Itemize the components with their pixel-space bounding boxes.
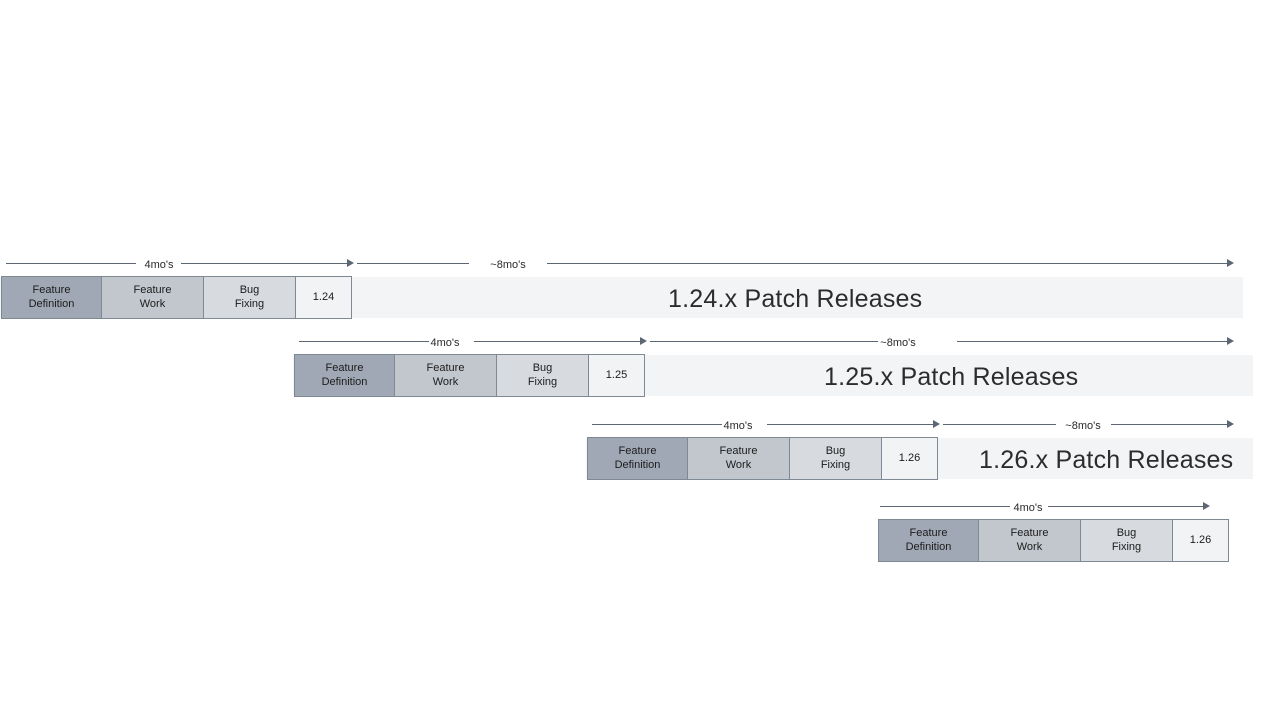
phase-feature-definition-1-26[interactable]: Feature Definition: [587, 437, 688, 480]
phase-bug-fixing-1-25[interactable]: Bug Fixing: [496, 354, 589, 397]
patch-release-label-1-25: 1.25.x Patch Releases: [824, 363, 1079, 391]
measure-label-8mo-1-24: ~8mo's: [490, 259, 526, 271]
measure-label-4mo-1-27: 4mo's: [1013, 502, 1043, 514]
phase-feature-definition-1-27[interactable]: Feature Definition: [878, 519, 979, 562]
phase-feature-definition-1-24[interactable]: Feature Definition: [1, 276, 102, 319]
phase-feature-work-1-27[interactable]: Feature Work: [978, 519, 1081, 562]
measure-patch-duration-1-26: ~8mo's: [943, 416, 1234, 432]
measure-dev-duration-1-27: 4mo's: [880, 498, 1210, 514]
measure-label-4mo-1-26: 4mo's: [723, 420, 753, 432]
measure-dev-duration-1-24: 4mo's: [6, 255, 354, 271]
phase-feature-work-1-24[interactable]: Feature Work: [101, 276, 204, 319]
patch-release-label-1-24: 1.24.x Patch Releases: [668, 285, 923, 313]
measure-label-8mo-1-26: ~8mo's: [1065, 420, 1101, 432]
version-box-1-25[interactable]: 1.25: [588, 354, 645, 397]
measure-patch-duration-1-24: ~8mo's: [357, 255, 1234, 271]
phase-strip-1-26: Feature Definition Feature Work Bug Fixi…: [587, 437, 938, 480]
version-box-1-27[interactable]: 1.26: [1172, 519, 1229, 562]
measure-label-4mo-1-24: 4mo's: [144, 259, 174, 271]
phase-bug-fixing-1-26[interactable]: Bug Fixing: [789, 437, 882, 480]
phase-bug-fixing-1-27[interactable]: Bug Fixing: [1080, 519, 1173, 562]
phase-strip-1-25: Feature Definition Feature Work Bug Fixi…: [294, 354, 645, 397]
patch-release-label-1-26: 1.26.x Patch Releases: [979, 446, 1234, 474]
phase-strip-1-24: Feature Definition Feature Work Bug Fixi…: [1, 276, 352, 319]
version-box-1-26[interactable]: 1.26: [881, 437, 938, 480]
measure-dev-duration-1-26: 4mo's: [592, 416, 940, 432]
measure-label-8mo-1-25: ~8mo's: [880, 337, 916, 349]
phase-feature-work-1-25[interactable]: Feature Work: [394, 354, 497, 397]
measure-label-4mo-1-25: 4mo's: [430, 337, 460, 349]
version-box-1-24[interactable]: 1.24: [295, 276, 352, 319]
phase-feature-definition-1-25[interactable]: Feature Definition: [294, 354, 395, 397]
phase-feature-work-1-26[interactable]: Feature Work: [687, 437, 790, 480]
measure-dev-duration-1-25: 4mo's: [299, 333, 647, 349]
phase-bug-fixing-1-24[interactable]: Bug Fixing: [203, 276, 296, 319]
phase-strip-1-27: Feature Definition Feature Work Bug Fixi…: [878, 519, 1229, 562]
measure-patch-duration-1-25: ~8mo's: [650, 333, 1234, 349]
